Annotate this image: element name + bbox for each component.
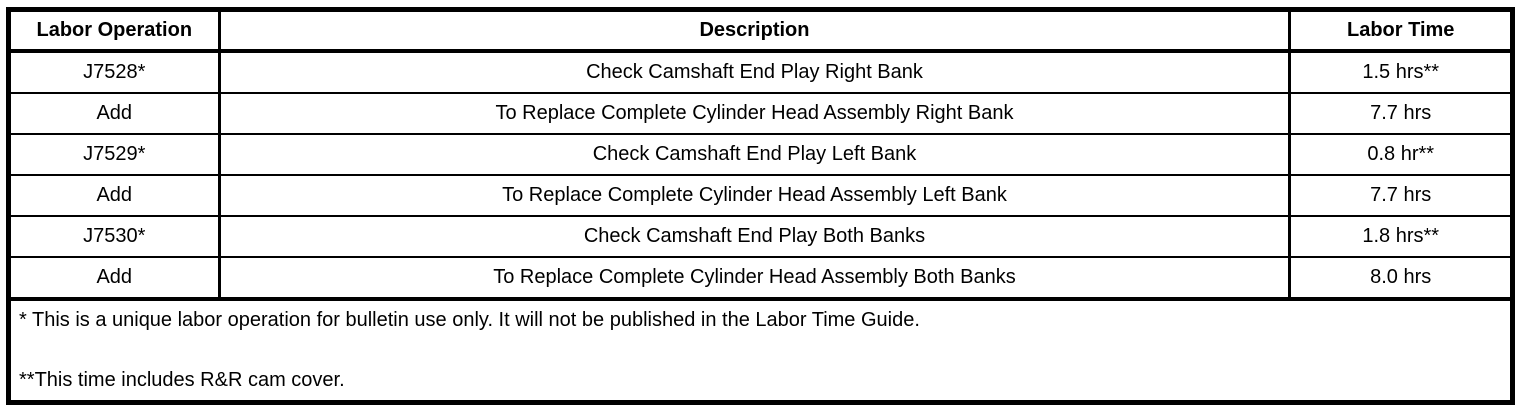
cell-labor-operation: J7530* bbox=[7, 215, 221, 258]
table-row: Add To Replace Complete Cylinder Head As… bbox=[7, 92, 1514, 135]
cell-description: To Replace Complete Cylinder Head Assemb… bbox=[217, 174, 1292, 217]
cell-labor-operation: J7529* bbox=[7, 133, 221, 176]
cell-description: Check Camshaft End Play Both Banks bbox=[217, 215, 1292, 258]
cell-labor-operation: Add bbox=[7, 92, 221, 135]
cell-labor-time: 1.8 hrs** bbox=[1288, 215, 1514, 258]
cell-labor-time: 1.5 hrs** bbox=[1288, 50, 1514, 94]
table-row: Add To Replace Complete Cylinder Head As… bbox=[7, 174, 1514, 217]
footnotes-section: * This is a unique labor operation for b… bbox=[7, 297, 1514, 404]
cell-labor-time: 8.0 hrs bbox=[1288, 256, 1514, 301]
table-row: J7530* Check Camshaft End Play Both Bank… bbox=[7, 215, 1514, 258]
cell-labor-time: 0.8 hr** bbox=[1288, 133, 1514, 176]
column-header-description: Description bbox=[217, 8, 1292, 53]
cell-labor-time: 7.7 hrs bbox=[1288, 174, 1514, 217]
cell-labor-operation: Add bbox=[7, 174, 221, 217]
cell-labor-time: 7.7 hrs bbox=[1288, 92, 1514, 135]
table-row: J7528* Check Camshaft End Play Right Ban… bbox=[7, 50, 1514, 94]
labor-time-table: Labor Operation Description Labor Time J… bbox=[6, 7, 1515, 405]
cell-description: Check Camshaft End Play Left Bank bbox=[217, 133, 1292, 176]
cell-description: To Replace Complete Cylinder Head Assemb… bbox=[217, 256, 1292, 301]
cell-labor-operation: Add bbox=[7, 256, 221, 301]
table-row: J7529* Check Camshaft End Play Left Bank… bbox=[7, 133, 1514, 176]
table-row: Add To Replace Complete Cylinder Head As… bbox=[7, 256, 1514, 301]
cell-description: Check Camshaft End Play Right Bank bbox=[217, 50, 1292, 94]
footnote-rr-cam-cover: **This time includes R&R cam cover. bbox=[19, 369, 345, 391]
footnote-unique-labor-operation: * This is a unique labor operation for b… bbox=[19, 309, 920, 331]
cell-description: To Replace Complete Cylinder Head Assemb… bbox=[217, 92, 1292, 135]
footnote-row: * This is a unique labor operation for b… bbox=[7, 297, 1514, 404]
column-header-labor-time: Labor Time bbox=[1288, 8, 1514, 53]
column-header-labor-operation: Labor Operation bbox=[7, 8, 221, 53]
cell-labor-operation: J7528* bbox=[7, 50, 221, 94]
table-header-row: Labor Operation Description Labor Time bbox=[7, 8, 1514, 53]
